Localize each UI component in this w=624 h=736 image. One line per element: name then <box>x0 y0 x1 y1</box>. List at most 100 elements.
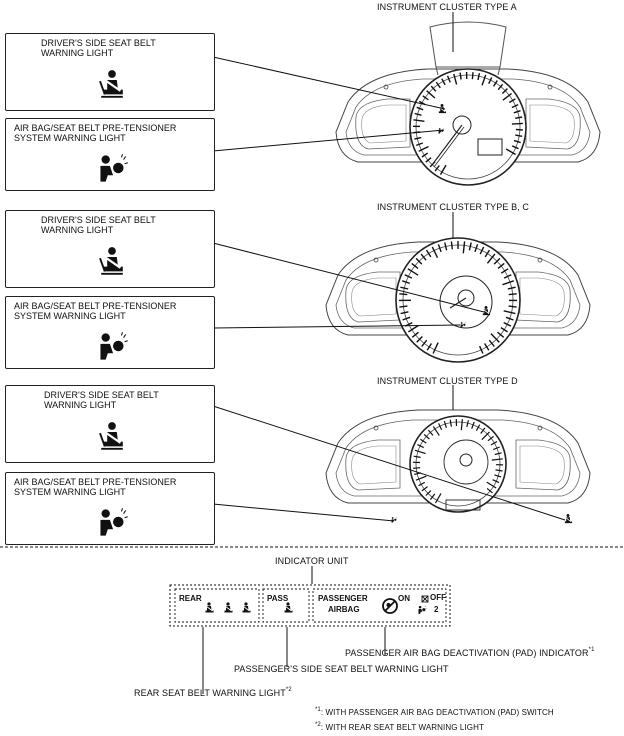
gauge-tick <box>479 246 485 255</box>
rear-label: REAR <box>179 594 202 603</box>
gauge-tick <box>508 98 516 104</box>
gauge-tick <box>491 458 503 461</box>
gauge-tick <box>422 95 429 101</box>
gauge-tick <box>415 142 424 147</box>
cluster-type-a <box>335 21 601 186</box>
pad-indicator-mark: *1 <box>588 647 595 653</box>
cluster-a-label: INSTRUMENT CLUSTER TYPE A <box>377 2 517 12</box>
gauge-tick <box>420 253 427 261</box>
gauge-tick <box>415 257 423 265</box>
callout-driver-belt-bc: DRIVER'S SIDE SEAT BELT WARNING LIGHT <box>5 210 215 288</box>
gauge-tick <box>511 122 523 125</box>
footnote-2: *2: WITH REAR SEAT BELT WARNING LIGHT <box>315 722 484 733</box>
gauge-tick <box>430 85 437 92</box>
callout-text: DRIVER'S SIDE SEAT BELT WARNING LIGHT <box>41 215 156 235</box>
gauge-tick <box>501 88 508 94</box>
gauge-tick <box>417 444 424 449</box>
pad-on-label: ON <box>398 594 410 603</box>
gauge-tick <box>494 452 502 456</box>
gauge-tick <box>404 274 413 279</box>
gauge-tick <box>431 246 439 259</box>
callout-airbag-d: AIR BAG/SEAT BELT PRE-TENSIONER SYSTEM W… <box>5 472 215 545</box>
gauge-tick <box>497 262 505 269</box>
gauge-tick <box>450 241 453 250</box>
footnote-2-mark: *2 <box>315 722 321 728</box>
gauge-tick <box>468 242 472 251</box>
pad-off-label: OFF <box>430 593 446 602</box>
gauge-tick <box>420 438 427 444</box>
gauge-tick <box>413 467 421 469</box>
footnote-1: *1: WITH PASSENGER AIR BAG DEACTIVATION … <box>315 707 554 718</box>
gauge-tick <box>399 305 408 308</box>
callout-text: AIR BAG/SEAT BELT PRE-TENSIONER SYSTEM W… <box>14 301 177 321</box>
indicator-unit-title: INDICATOR UNIT <box>275 556 349 566</box>
rear-belt-label: REAR SEAT BELT WARNING LIGHT*2 <box>134 687 292 698</box>
indicator-unit-panel <box>169 584 451 627</box>
gauge-tick <box>401 280 411 285</box>
callout-text: AIR BAG/SEAT BELT PRE-TENSIONER SYSTEM W… <box>14 123 177 143</box>
gauge-tick <box>429 493 436 500</box>
gauge-tick <box>484 343 490 351</box>
rear-belt-mark: *2 <box>285 687 292 693</box>
pass-label: PASS <box>267 594 289 603</box>
gauge-tick <box>421 339 428 347</box>
gauge-tick <box>399 293 408 296</box>
footnote-2-text: : WITH REAR SEAT BELT WARNING LIGHT <box>320 723 484 732</box>
gauge-tick <box>502 280 515 286</box>
gauge-tick <box>490 333 500 343</box>
callout-text: DRIVER'S SIDE SEAT BELT WARNING LIGHT <box>44 390 159 410</box>
gauge-tick <box>505 148 516 156</box>
cluster-type-bc <box>325 237 591 363</box>
gauge-tick <box>478 345 484 354</box>
gauge-tick <box>408 324 419 333</box>
gauge-tick <box>502 92 513 101</box>
gauge-tick <box>490 440 498 446</box>
gauge-tick <box>444 242 448 251</box>
gauge-tick <box>462 241 466 254</box>
pad-off-x-icon <box>421 595 429 603</box>
callout-driver-belt-d: DRIVER'S SIDE SEAT BELT WARNING LIGHT <box>5 385 215 463</box>
gauge-tick <box>414 112 422 116</box>
leader-lines <box>202 12 566 694</box>
gauge-tick <box>492 446 500 451</box>
gauge-tick <box>477 73 481 81</box>
gauge-tick <box>459 72 462 80</box>
gauge-tick <box>493 80 498 87</box>
passenger-airbag-line1: PASSENGER <box>318 594 368 603</box>
gauge-tick <box>497 83 504 91</box>
gauge-tick <box>505 316 514 321</box>
gauge-tick <box>481 74 487 86</box>
gauge-tick <box>486 487 493 494</box>
gauge-tick <box>503 274 512 279</box>
gauge-tick <box>439 164 447 175</box>
gauge-tick <box>460 419 463 431</box>
gauge-tick <box>503 321 512 327</box>
gauge-tick <box>500 327 508 333</box>
gauge-tick <box>427 429 434 436</box>
seat-belt-icon <box>98 246 124 275</box>
airbag-icon <box>99 331 129 361</box>
gauge-tick <box>487 435 494 442</box>
gauge-tick <box>416 106 424 111</box>
gauge-tick <box>411 331 419 338</box>
gauge-tick <box>400 311 409 315</box>
pad-indicator-label: PASSENGER AIR BAG DEACTIVATION (PAD) IND… <box>345 647 595 658</box>
gauge-tick <box>515 116 523 119</box>
gauge-tick <box>435 81 441 89</box>
gauge-tick <box>414 136 422 140</box>
rear-belt-text: REAR SEAT BELT WARNING LIGHT <box>134 688 286 698</box>
gauge-tick <box>426 90 436 99</box>
seat-belt-icon <box>98 69 124 98</box>
gauge-tick <box>471 421 475 429</box>
gauge-tick <box>446 75 451 83</box>
callout-text: AIR BAG/SEAT BELT PRE-TENSIONER SYSTEM W… <box>14 477 177 497</box>
gauge-tick <box>418 481 425 487</box>
gauge-tick <box>508 293 517 296</box>
gauge-tick <box>449 419 452 427</box>
callout-airbag-a: AIR BAG/SEAT BELT PRE-TENSIONER SYSTEM W… <box>5 118 215 191</box>
gauge-tick <box>515 134 523 137</box>
gauge-tick <box>407 268 419 276</box>
gauge-tick <box>493 257 501 265</box>
pad-on-icon <box>382 598 398 614</box>
gauge-tick <box>411 262 419 269</box>
